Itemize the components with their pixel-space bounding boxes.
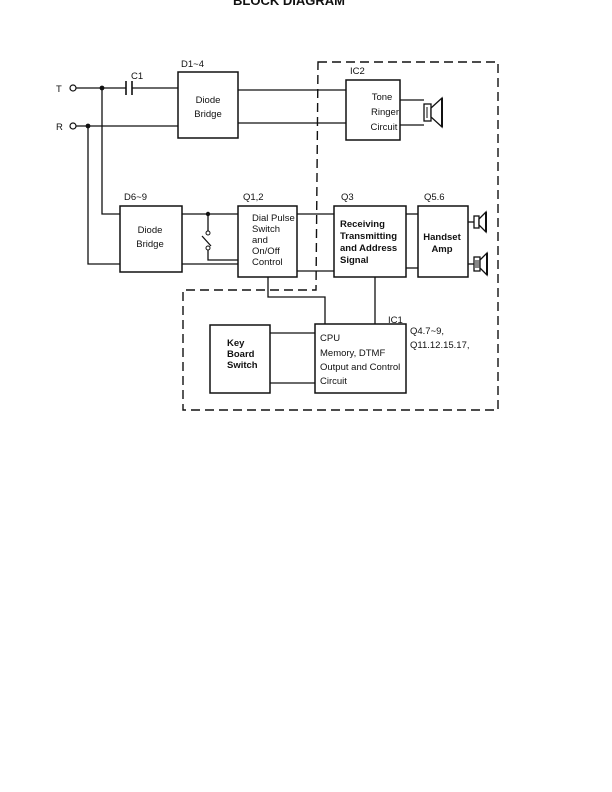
receiving-line1: Receiving [340,219,385,230]
cpu-line1: CPU [320,333,340,344]
dial-pulse-line2: Switch [252,224,280,235]
junction-r [85,123,91,129]
terminal-t [69,84,77,92]
tone-ringer-block [345,79,401,141]
hook-switch-contact-top [205,230,211,236]
wire-t-tap [101,88,120,215]
ringer-speaker-icon [423,96,443,129]
tone-ringer-line3: Circuit [371,122,398,133]
keyboard-line1: Key [227,338,245,349]
wires [76,87,474,384]
handset-amp-block [417,205,469,278]
dial-pulse-line5: Control [252,257,283,268]
q5-6-label: Q5.6 [424,192,445,203]
tone-ringer-line1: Tone [372,92,393,103]
ic1-label: IC1 [388,315,403,326]
diode-bridge-1-line2: Bridge [194,109,221,120]
cpu-line3: Output and Control [320,362,400,373]
diode-bridge-2-line1: Diode [138,225,163,236]
c1-label: C1 [131,71,143,82]
receiving-line2: Transmitting [340,231,397,242]
wire-r-tap [87,126,120,265]
junction-hook-top [205,211,211,217]
diode-bridge-2-line2: Bridge [136,239,163,250]
receiving-line3: and Address [340,243,397,254]
wire-ringer-speaker [400,99,424,126]
cpu-block [314,323,407,394]
keyboard-line2: Board [227,349,255,360]
receiving-transmitting-block [333,205,407,278]
wire-switch-cpu [267,277,326,324]
capacitor-c1 [125,81,133,95]
d6-9-label: D6~9 [124,192,147,203]
diagram-title: BLOCK DIAGRAM [233,0,345,8]
diode-bridge-1-line1: Diode [196,95,221,106]
terminal-t-label: T [56,84,62,95]
receiving-line4: Signal [340,255,369,266]
terminal-r [69,122,77,130]
microphone-icon [473,251,488,277]
transistor-list-line2: Q11.12.15.17, [410,340,470,351]
dial-pulse-line3: and [252,235,268,246]
d1-4-label: D1~4 [181,59,204,70]
earpiece-icon [473,210,487,234]
junction-t [99,85,105,91]
handset-amp-line1: Handset [423,232,461,243]
transistor-list-line1: Q4.7~9, [410,326,444,337]
hook-switch-contact-bottom [205,245,211,251]
ic2-dashed-boundary [182,61,499,411]
handset-amp-line2: Amp [431,244,452,255]
dial-pulse-line4: On/Off [252,246,280,257]
keyboard-line3: Switch [227,360,258,371]
terminal-r-label: R [56,122,63,133]
keyboard-switch-block [209,324,271,394]
ic2-label: IC2 [350,66,365,77]
cpu-line4: Circuit [320,376,347,387]
diode-bridge-d6-9-block [119,205,183,273]
q3-label: Q3 [341,192,354,203]
q1-2-label: Q1,2 [243,192,264,203]
tone-ringer-line2: Ringer [371,107,399,118]
cpu-line2: Memory, DTMF [320,348,385,359]
wire-hook-switch [201,214,238,261]
dial-pulse-line1: Dial Pulse [252,213,295,224]
dial-pulse-switch-block [237,205,298,278]
diode-bridge-d1-4-block [177,71,239,139]
